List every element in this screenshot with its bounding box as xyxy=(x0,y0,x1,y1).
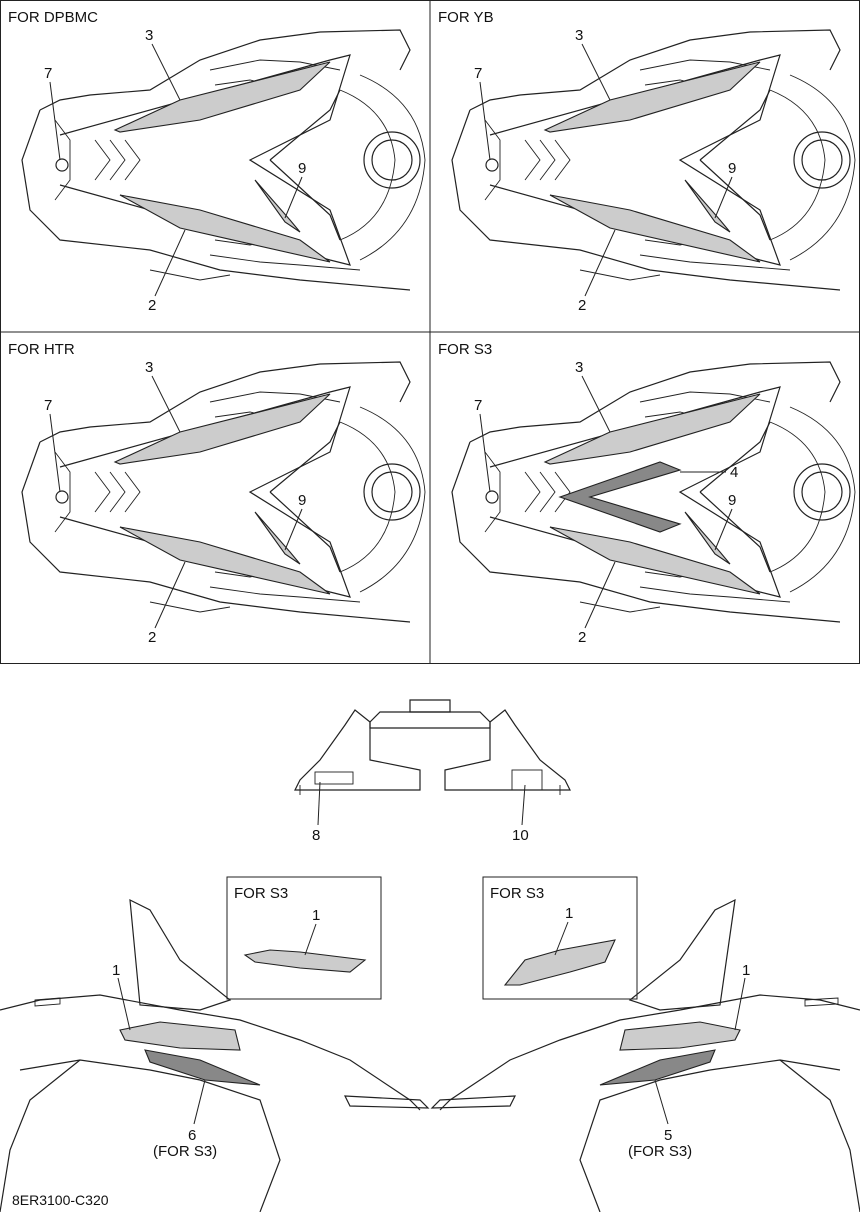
panel-yb: FOR YB 3 7 9 2 xyxy=(438,9,856,314)
callout-7: 7 xyxy=(44,65,52,82)
panel-header: FOR HTR xyxy=(8,341,75,358)
panel-s3: FOR S3 3 7 9 2 4 xyxy=(438,341,856,646)
decal-5 xyxy=(599,1049,716,1086)
callout-3: 3 xyxy=(145,27,153,44)
decal-1-inset xyxy=(503,939,616,986)
callout-2: 2 xyxy=(148,629,156,646)
inset-header: FOR S3 xyxy=(490,885,544,902)
callout-1-inset: 1 xyxy=(565,905,573,922)
callout-3: 3 xyxy=(145,359,153,376)
callout-5: 5 xyxy=(664,1127,672,1144)
callout-9: 9 xyxy=(728,160,736,177)
decal-1-left xyxy=(119,1021,241,1051)
callout-10: 10 xyxy=(512,827,529,844)
side-view-right: FOR S3 1 1 5 (FOR S3) xyxy=(430,876,860,1212)
callout-1-part: 1 xyxy=(742,962,750,979)
decal-1-right xyxy=(619,1021,741,1051)
callout-9: 9 xyxy=(728,492,736,509)
panel-header: FOR S3 xyxy=(438,341,492,358)
panel-header: FOR YB xyxy=(438,9,494,26)
decal-6 xyxy=(144,1049,261,1086)
rear-view: 8 10 xyxy=(294,699,571,844)
callout-9: 9 xyxy=(298,492,306,509)
callout-2: 2 xyxy=(148,297,156,314)
panel-header: FOR DPBMC xyxy=(8,9,98,26)
callout-7: 7 xyxy=(474,397,482,414)
decal-1-inset xyxy=(243,949,367,973)
inset-header: FOR S3 xyxy=(234,885,288,902)
callout-6: 6 xyxy=(188,1127,196,1144)
callout-2: 2 xyxy=(578,297,586,314)
inset-box-left xyxy=(226,876,382,1000)
callout-4: 4 xyxy=(730,464,738,481)
side-view-left: FOR S3 1 1 6 (FOR S3) xyxy=(0,876,430,1212)
callout-3: 3 xyxy=(575,27,583,44)
panel-htr: FOR HTR 3 7 9 2 xyxy=(8,341,426,646)
callout-1-part: 1 xyxy=(112,962,120,979)
callout-5-note: (FOR S3) xyxy=(628,1143,692,1160)
callout-8: 8 xyxy=(312,827,320,844)
callout-6-note: (FOR S3) xyxy=(153,1143,217,1160)
figure-code: 8ER3100-C320 xyxy=(12,1192,109,1208)
callout-9: 9 xyxy=(298,160,306,177)
callout-2: 2 xyxy=(578,629,586,646)
callout-7: 7 xyxy=(44,397,52,414)
callout-7: 7 xyxy=(474,65,482,82)
callout-3: 3 xyxy=(575,359,583,376)
panel-dpbmc: FOR DPBMC 3 7 9 2 xyxy=(8,9,426,314)
callout-1-inset: 1 xyxy=(312,907,320,924)
inset-box-right xyxy=(482,876,638,1000)
decal-4 xyxy=(558,461,682,533)
